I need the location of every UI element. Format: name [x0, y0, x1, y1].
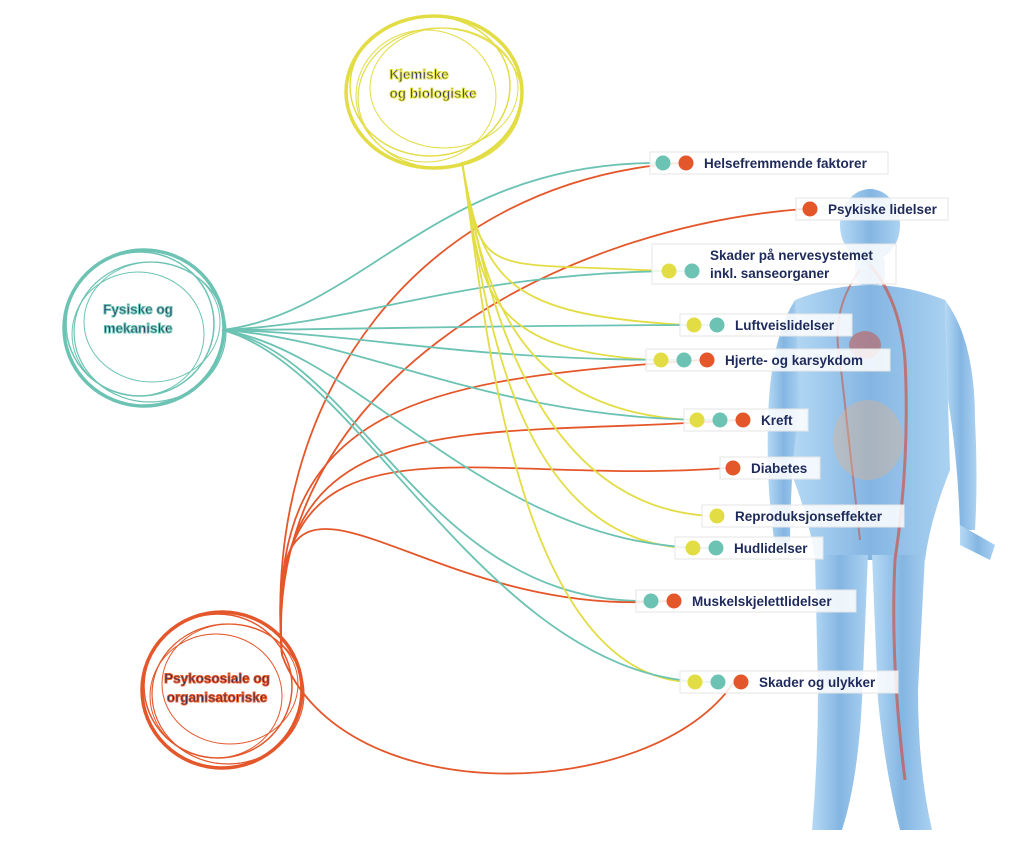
outcome-label-line1: Hudlidelser: [734, 541, 808, 556]
psychosocial-connection-line: [279, 528, 668, 656]
physical-mechanical-factor-circle: Fysiske og mekaniske: [62, 248, 227, 408]
chemical-factor-dot: [686, 317, 702, 333]
outcome-label-line1: Luftveislidelser: [735, 318, 835, 333]
outcome-item: Muskelskjelettlidelser: [635, 589, 857, 613]
outcome-label-line1: Reproduksjonseffekter: [735, 509, 883, 524]
chemical-factor-dot: [685, 540, 701, 556]
psychosocial-factor-dot: [666, 593, 682, 609]
psychosocial-connection-line: [281, 654, 735, 775]
chemical-factor-dot: [709, 508, 725, 524]
psychosocial-factor-dot: [802, 201, 818, 217]
physical-connection-line: [221, 329, 645, 602]
physical-factor-label-line2: mekaniske: [103, 321, 173, 336]
outcome-label-line1: Skader på nervesystemet: [710, 248, 873, 263]
outcome-tag-box: [635, 589, 857, 613]
physical-factor-dot: [655, 155, 671, 171]
outcome-label-line1: Kreft: [761, 413, 793, 428]
chemical-factor-dot: [661, 263, 677, 279]
physical-connection-line: [221, 329, 678, 361]
physical-factor-dot: [643, 593, 659, 609]
psychosocial-factor-label-line2: organisatoriske: [167, 690, 268, 705]
physical-connection-line: [221, 329, 712, 683]
chemical-connection-line: [461, 161, 655, 361]
outcome-item: Psykiske lidelser: [795, 197, 949, 221]
physical-factor-dot: [712, 412, 728, 428]
chemical-factor-dot: [653, 352, 669, 368]
psychosocial-factor-dot: [725, 460, 741, 476]
outcome-item: Hudlidelser: [674, 536, 824, 560]
outcome-label-line2: inkl. sanseorganer: [710, 266, 830, 281]
chemical-factor-dot: [687, 674, 703, 690]
outcome-tag-box: [795, 197, 949, 221]
physical-factor-dot: [709, 317, 725, 333]
psychosocial-connection-line: [279, 162, 680, 656]
chemical-connection-line: [461, 161, 663, 272]
outcome-item: Kreft: [683, 408, 809, 432]
psychosocial-organizational-factor-circle: Psykososiale og organisatoriske: [140, 610, 305, 770]
psychosocial-factor-dot: [678, 155, 694, 171]
outcome-label-line1: Skader og ulykker: [759, 675, 876, 690]
outcome-tag-box: [649, 151, 889, 175]
outcome-item: Reproduksjonseffekter: [701, 504, 905, 528]
psychosocial-connection-line: [279, 419, 737, 656]
outcome-tag-box: [701, 504, 905, 528]
outcome-item: Diabetes: [719, 456, 821, 480]
psychosocial-factor-dot: [735, 412, 751, 428]
chemical-factor-label-line1: Kjemiske: [389, 67, 449, 82]
outcome-item: Skader på nervesystemet inkl. sanseorgane…: [651, 243, 897, 285]
connection-lines: [221, 161, 804, 775]
outcome-tag-box: [679, 313, 853, 337]
chemical-factor-label-line2: og biologiske: [389, 86, 476, 101]
outcome-item: Luftveislidelser: [679, 313, 853, 337]
psychosocial-factor-dot: [699, 352, 715, 368]
outcome-item: Skader og ulykker: [679, 670, 899, 694]
physical-connection-line: [221, 324, 711, 331]
outcome-item: Helsefremmende faktorer: [649, 151, 889, 175]
physical-factor-dot: [710, 674, 726, 690]
psychosocial-factor-label-line1: Psykososiale og: [164, 671, 270, 686]
outcome-label-line1: Psykiske lidelser: [828, 202, 938, 217]
physical-factor-dot: [708, 540, 724, 556]
physical-connection-line: [221, 162, 657, 331]
chemical-connection-line: [461, 161, 711, 517]
psychosocial-factor-dot: [733, 674, 749, 690]
chemical-connection-line: [461, 161, 689, 683]
outcome-label-line1: Muskelskjelettlidelser: [692, 594, 832, 609]
chemical-biological-factor-circle: Kjemiske og biologiske: [344, 14, 524, 170]
outcome-label-line1: Diabetes: [751, 461, 807, 476]
psychosocial-connection-line: [279, 359, 701, 656]
outcome-label-line1: Hjerte- og karsykdom: [725, 353, 863, 368]
physical-factor-dot: [684, 263, 700, 279]
physical-connection-line: [221, 329, 710, 549]
chemical-factor-dot: [689, 412, 705, 428]
physical-connection-line: [221, 329, 714, 421]
physical-factor-dot: [676, 352, 692, 368]
physical-factor-label-line1: Fysiske og: [103, 302, 173, 317]
outcome-tag-box: [679, 670, 899, 694]
outcome-item: Hjerte- og karsykdom: [645, 348, 891, 372]
outcome-label-line1: Helsefremmende faktorer: [704, 156, 868, 171]
outcome-tag-box: [719, 456, 821, 480]
physical-connection-line: [221, 270, 686, 331]
